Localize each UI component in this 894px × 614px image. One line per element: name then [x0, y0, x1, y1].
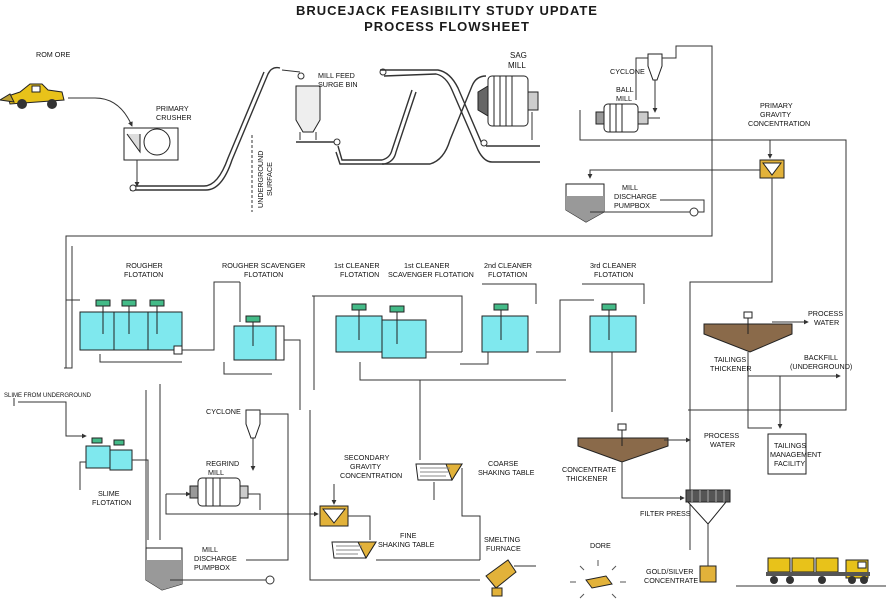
label-concentrate-thickener-1: CONCENTRATE [562, 465, 616, 474]
label-fine-table-2: SHAKING TABLE [378, 540, 435, 549]
label-sag: SAG [510, 51, 527, 60]
dore-bar [570, 560, 626, 599]
label-ball: BALL [616, 85, 634, 94]
label-dore: DORE [590, 541, 611, 550]
label-filter-press: FILTER PRESS [640, 509, 691, 518]
label-second-cleaner-2: FLOTATION [488, 270, 527, 279]
label-tailings-thickener-1: TAILINGS [714, 355, 746, 364]
label-backfill-2: (UNDERGROUND) [790, 362, 852, 371]
label-sag-mill: MILL [508, 61, 526, 70]
label-mdp-top-1: MILL [622, 183, 638, 192]
label-tmf-3: FACILITY [774, 459, 805, 468]
secondary-gravity-concentrator [319, 505, 349, 527]
sag-mill [477, 75, 539, 127]
label-primary-gravity-2: GRAVITY [760, 110, 791, 119]
primary-crusher [123, 127, 179, 161]
label-fine-table-1: FINE [400, 531, 417, 540]
flowsheet-title: BRUCEJACK FEASIBILITY STUDY UPDATE [296, 3, 598, 18]
first-cleaner-scavenger-cell [381, 305, 427, 359]
primary-gravity-concentrator [759, 159, 785, 179]
label-smelting-1: SMELTING [484, 535, 521, 544]
coarse-shaking-table [415, 463, 463, 482]
label-tailings-thickener-2: THICKENER [710, 364, 752, 373]
label-mill-feed: MILL FEED [318, 71, 355, 80]
regrind-mill [189, 477, 249, 507]
label-third-cleaner-2: FLOTATION [594, 270, 633, 279]
label-cyclone-regrind: CYCLONE [206, 407, 241, 416]
label-first-cleaner-2: FLOTATION [340, 270, 379, 279]
labels: ROM ORE PRIMARY CRUSHER UNDERGROUND SURF… [4, 50, 852, 585]
rougher-flotation-cells [79, 299, 183, 355]
label-surge-bin: SURGE BIN [318, 80, 358, 89]
label-concentrate-thickener-2: THICKENER [566, 474, 608, 483]
concentrate-truck [766, 557, 870, 584]
label-secondary-gravity-3: CONCENTRATION [340, 471, 402, 480]
label-backfill-1: BACKFILL [804, 353, 838, 362]
label-rougher-1: ROUGHER [126, 261, 163, 270]
label-third-cleaner-1: 3rd CLEANER [590, 261, 636, 270]
label-gold-silver-1: GOLD/SILVER [646, 567, 693, 576]
label-first-cleaner-1: 1st CLEANER [334, 261, 380, 270]
label-cyclone-top: CYCLONE [610, 67, 645, 76]
label-slime-from-underground: SLIME FROM UNDERGROUND [4, 393, 92, 399]
rom-loader-truck [0, 83, 65, 109]
label-rougher-scav-2: FLOTATION [244, 270, 283, 279]
label-process-water-1a: PROCESS [808, 309, 843, 318]
label-regrind-mill-1: REGRIND [206, 459, 239, 468]
label-primary-crusher-1: PRIMARY [156, 104, 189, 113]
label-smelting-2: FURNACE [486, 544, 521, 553]
label-first-cleaner-scav-2: SCAVENGER FLOTATION [388, 270, 474, 279]
label-mdp-top-3: PUMPBOX [614, 201, 650, 210]
label-slime-flotation-1: SLIME [98, 489, 120, 498]
label-first-cleaner-scav-1: 1st CLEANER [404, 261, 450, 270]
fine-shaking-table [331, 541, 377, 560]
label-underground: UNDERGROUND [256, 151, 265, 209]
rougher-scavenger-flotation-cell [233, 315, 285, 361]
label-rougher-2: FLOTATION [124, 270, 163, 279]
label-primary-gravity-1: PRIMARY [760, 101, 793, 110]
label-slime-flotation-2: FLOTATION [92, 498, 131, 507]
mill-discharge-pumpbox-top [565, 183, 605, 223]
label-mdp-bottom-2: DISCHARGE [194, 554, 237, 563]
label-process-water-2a: PROCESS [704, 431, 739, 440]
label-mdp-top-2: DISCHARGE [614, 192, 657, 201]
flowsheet-subtitle: PROCESS FLOWSHEET [364, 19, 530, 34]
label-mdp-bottom-1: MILL [202, 545, 218, 554]
label-regrind-mill-2: MILL [208, 468, 224, 477]
ball-mill [595, 103, 649, 133]
label-primary-gravity-3: CONCENTRATION [748, 119, 810, 128]
smelting-furnace [485, 559, 517, 597]
concentrate-thickener [577, 423, 669, 463]
label-mdp-bottom-3: PUMPBOX [194, 563, 230, 572]
label-gold-silver-2: CONCENTRATE [644, 576, 698, 585]
tailings-thickener [703, 311, 793, 353]
label-coarse-table-1: COARSE [488, 459, 519, 468]
cyclone-regrind [245, 409, 261, 439]
label-second-cleaner-1: 2nd CLEANER [484, 261, 532, 270]
label-secondary-gravity-2: GRAVITY [350, 462, 381, 471]
concentrate-bag [699, 558, 717, 583]
label-process-water-1b: WATER [814, 318, 839, 327]
second-cleaner-flotation-cell [481, 303, 529, 353]
label-ball-mill: MILL [616, 94, 632, 103]
mill-discharge-pumpbox-bottom [145, 547, 183, 591]
tailings-management-box [767, 433, 807, 475]
label-secondary-gravity-1: SECONDARY [344, 453, 390, 462]
label-primary-crusher-2: CRUSHER [156, 113, 192, 122]
label-surface: SURFACE [265, 162, 274, 196]
slime-flotation-cells [85, 437, 133, 471]
label-tmf-1: TAILINGS [774, 441, 806, 450]
third-cleaner-flotation-cell [589, 303, 637, 353]
label-rougher-scav-1: ROUGHER SCAVENGER [222, 261, 305, 270]
cyclone-top [647, 53, 663, 81]
label-rom-ore: ROM ORE [36, 50, 71, 59]
label-coarse-table-2: SHAKING TABLE [478, 468, 535, 477]
filter-press [685, 489, 731, 525]
mill-feed-surge-bin [295, 85, 321, 140]
first-cleaner-flotation-cell [335, 303, 383, 353]
label-tmf-2: MANAGEMENT [770, 450, 822, 459]
label-process-water-2b: WATER [710, 440, 735, 449]
